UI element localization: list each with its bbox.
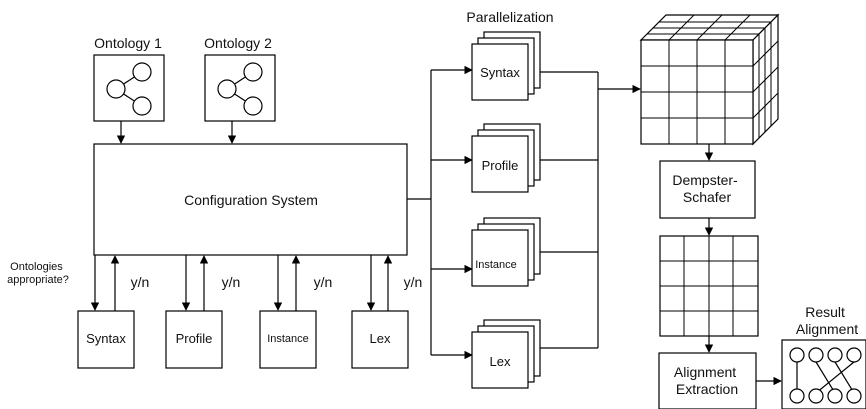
checker-profile: Profile [165, 310, 223, 369]
dempster-schafer-box [659, 160, 756, 219]
result-alignment: Result Alignment [781, 304, 866, 409]
checker-syntax-box [77, 310, 135, 369]
ontology-graph-icon [106, 62, 152, 116]
yn-label-lex: y/n [404, 274, 423, 290]
ontologies-appropriate-label: Ontologies appropriate? [7, 261, 69, 286]
alignment-extraction: Alignment Extraction [658, 352, 757, 409]
ontology-1-label: Ontology 1 [94, 35, 162, 51]
ontology-1-box [93, 54, 165, 122]
alignment-graph-icon [789, 347, 862, 404]
matcher-profile-box [471, 135, 529, 193]
result-alignment-label: Result Alignment [796, 304, 858, 337]
matcher-instance-box [471, 229, 529, 287]
matcher-profile-stack: Profile [471, 123, 541, 193]
ontology-2: Ontology 2 [204, 35, 276, 122]
yn-label-profile: y/n [222, 274, 241, 290]
alignment-extraction-label: Alignment Extraction [674, 364, 740, 397]
checker-instance: Instance [259, 310, 317, 369]
dempster-schafer: Dempster- Schafer [659, 160, 756, 219]
ontology-2-box [204, 54, 276, 122]
result-matrix [659, 235, 759, 337]
configuration-system-label: Configuration System [184, 192, 318, 208]
checker-lex-box [351, 310, 409, 369]
dempster-schafer-label: Dempster- Schafer [672, 172, 741, 205]
checker-syntax: Syntax [77, 310, 135, 369]
configuration-system-box [93, 143, 408, 256]
configuration-system: Configuration System [93, 143, 408, 256]
yn-label-syntax: y/n [131, 274, 150, 290]
matcher-syntax-stack: Syntax [471, 31, 541, 101]
alignment-extraction-box [658, 352, 757, 409]
fan-out-connector [407, 65, 473, 360]
fan-in-connector [540, 71, 641, 349]
checker-instance-label: Instance [267, 333, 309, 345]
checker-syntax-label: Syntax [86, 331, 126, 346]
matcher-instance-stack: Instance [471, 217, 541, 287]
matcher-lex-stack: Lex [471, 319, 541, 389]
matcher-syntax-box [471, 43, 529, 101]
checker-instance-box [259, 310, 317, 369]
matcher-syntax-label: Syntax [480, 65, 520, 80]
matcher-lex-box [471, 331, 529, 389]
yn-label-instance: y/n [314, 274, 333, 290]
matcher-instance-label: Instance [475, 259, 517, 271]
parallelization-title: Parallelization [466, 9, 553, 25]
checker-lex-label: Lex [370, 331, 391, 346]
ontology-1: Ontology 1 [93, 35, 165, 122]
checker-profile-label: Profile [176, 331, 213, 346]
matcher-lex-label: Lex [490, 354, 511, 369]
checker-profile-box [165, 310, 223, 369]
checker-lex: Lex [351, 310, 409, 369]
ontology-graph-icon [217, 62, 263, 116]
ontology-2-label: Ontology 2 [204, 35, 272, 51]
matcher-profile-label: Profile [482, 158, 519, 173]
similarity-cube [639, 13, 780, 146]
